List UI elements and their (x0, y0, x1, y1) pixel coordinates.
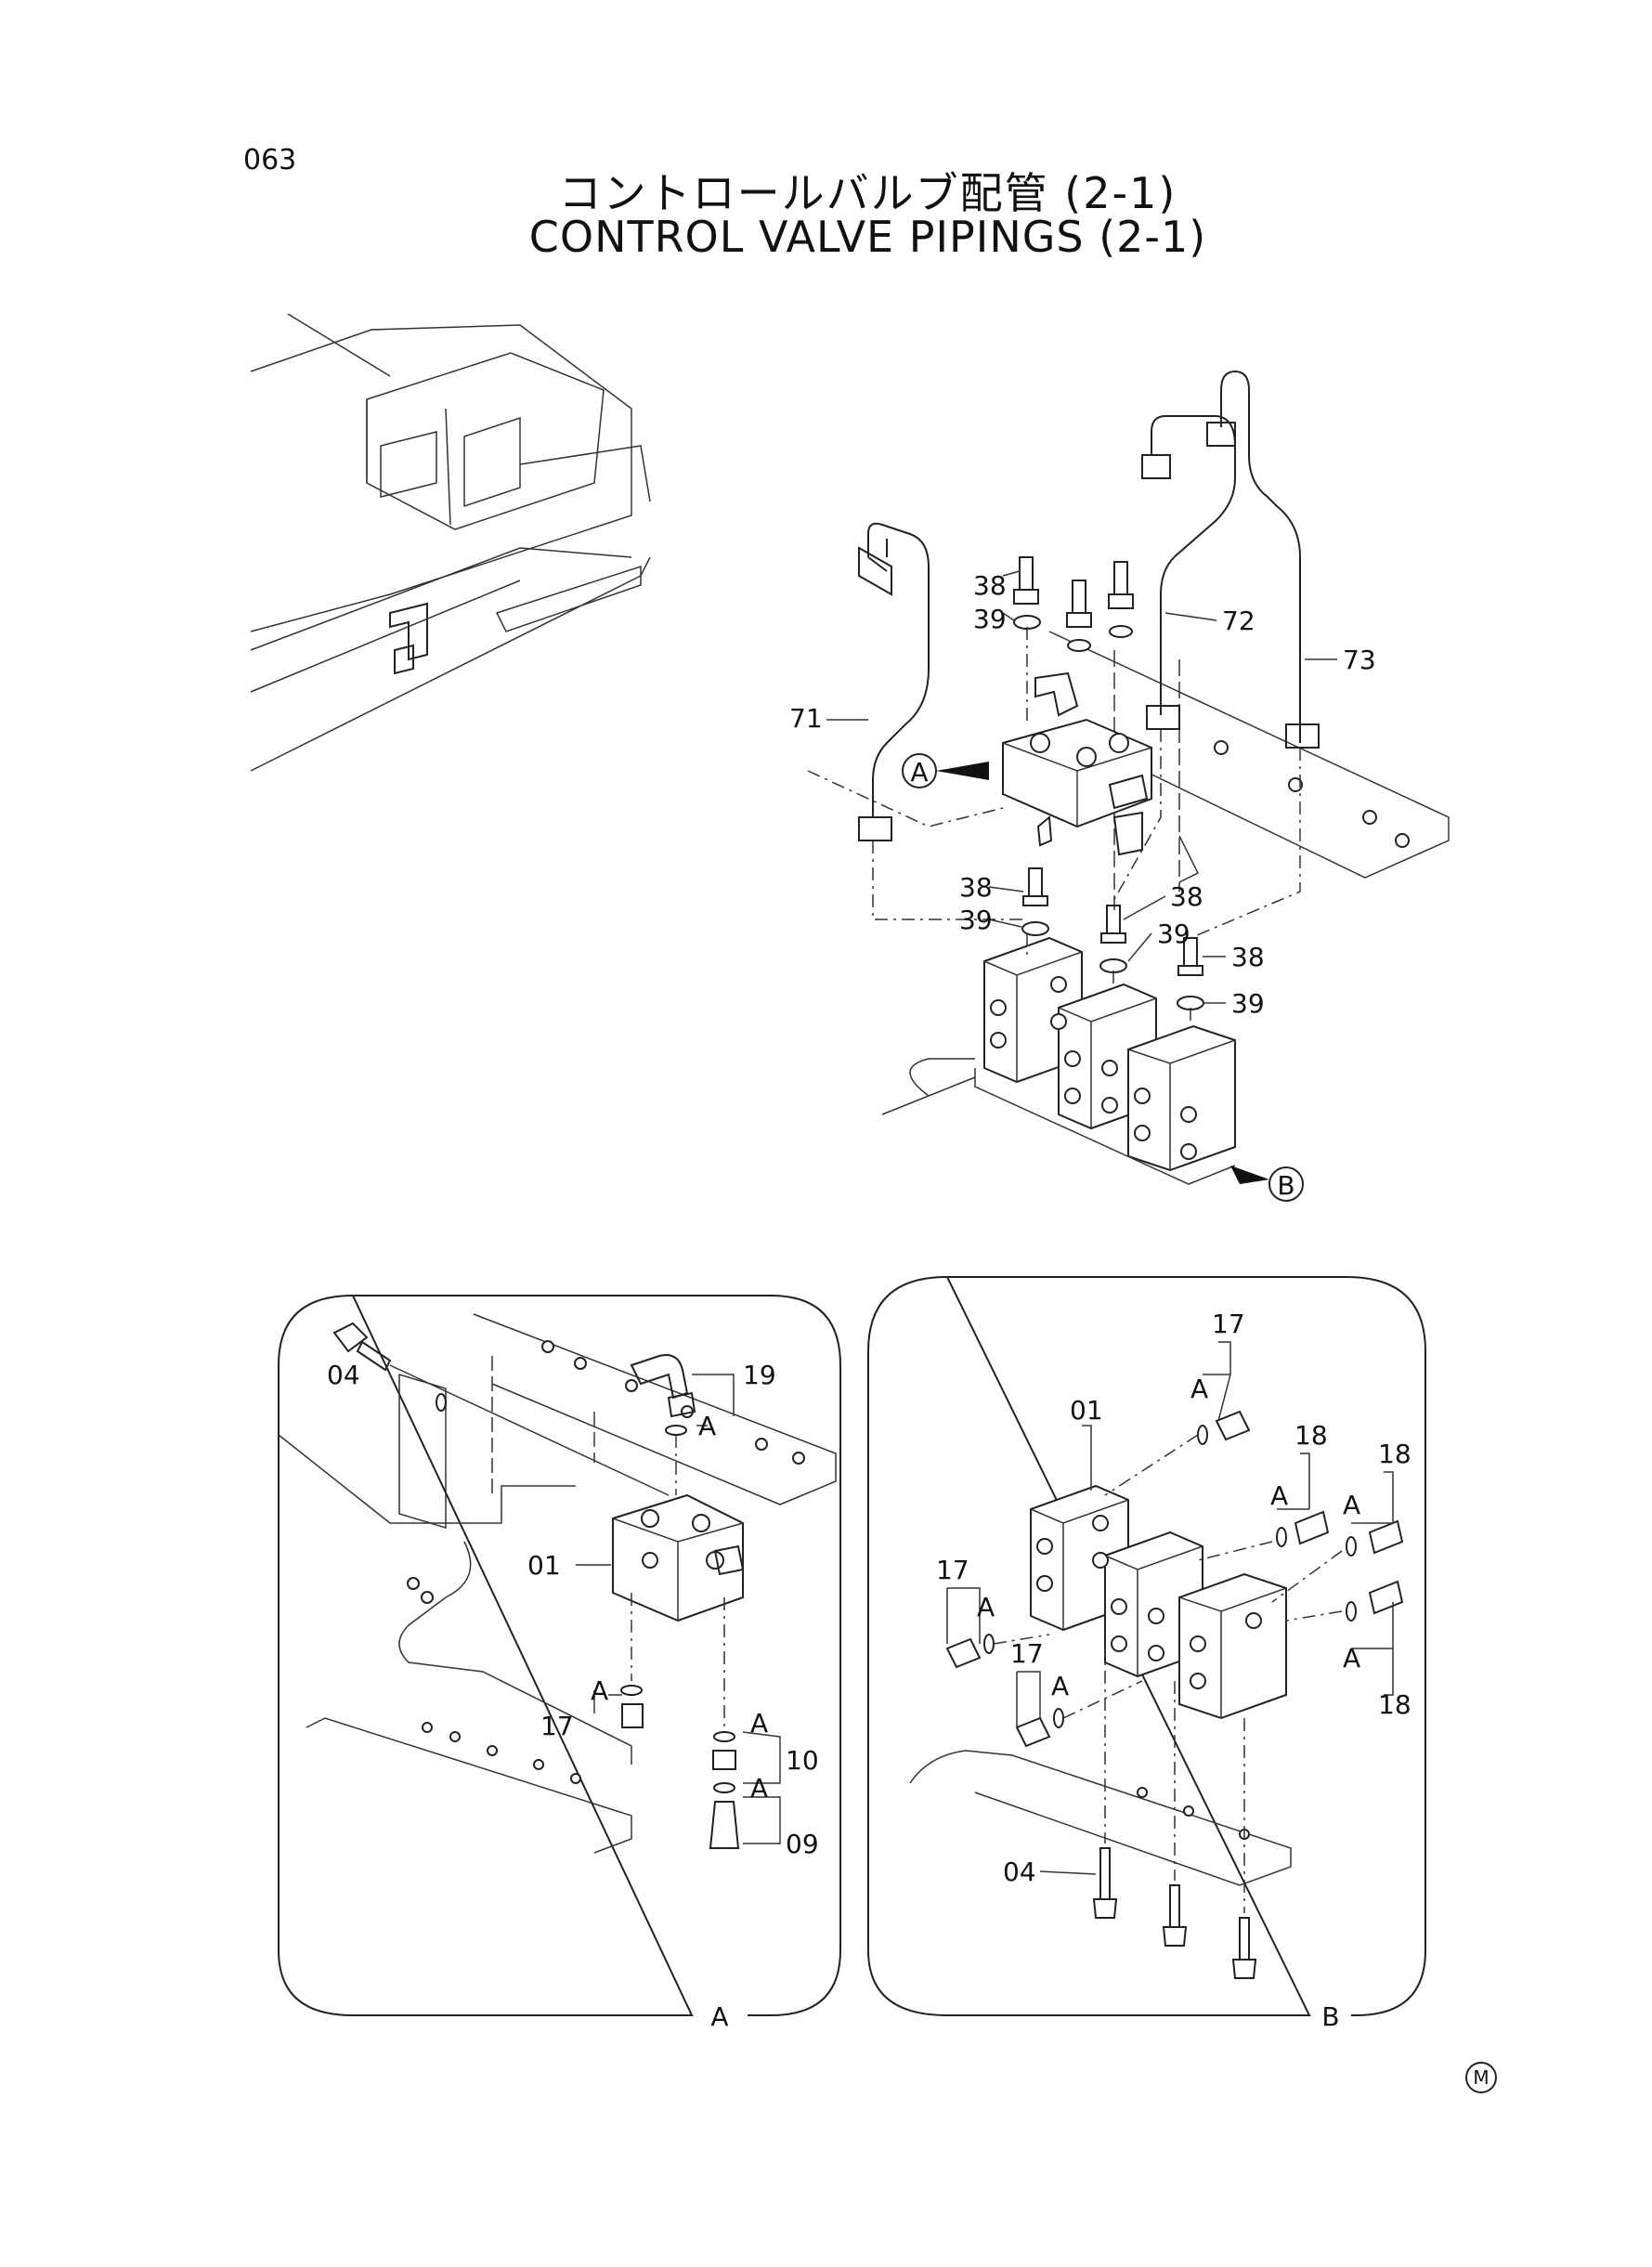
machine-overview (250, 313, 651, 772)
callout-39-middle: 39 (1157, 919, 1190, 949)
detail-b-label: B (1321, 2001, 1339, 2032)
view-marker-b: B (1277, 1170, 1294, 1201)
callout-71: 71 (789, 703, 823, 734)
detail-b-callout-04: 04 (1003, 1857, 1036, 1887)
detail-b-callout-17-left: 17 (936, 1555, 969, 1585)
detail-b-callout-18-right: 18 (1378, 1439, 1411, 1469)
callout-39-upper: 39 (973, 604, 1007, 634)
detail-a-callout-10: 10 (786, 1745, 819, 1776)
callout-38-middle: 38 (1170, 881, 1203, 912)
callout-38-right: 38 (1231, 942, 1265, 972)
detail-a-callout-19: 19 (743, 1360, 776, 1390)
detail-b-callout-a-lowright: A (1343, 1643, 1360, 1674)
detail-a-panel (278, 1294, 841, 2016)
detail-b-callout-01: 01 (1070, 1395, 1103, 1426)
callout-39-right: 39 (1231, 988, 1265, 1019)
trademark-symbol: M (1465, 2062, 1497, 2093)
detail-a-callout-01: 01 (527, 1550, 561, 1581)
detail-b-callout-17-top: 17 (1212, 1309, 1245, 1339)
callout-39-left: 39 (959, 905, 993, 935)
title-japanese: コントロールバルブ配管 (2-1) (558, 168, 1177, 218)
detail-b-callout-a-mid: A (977, 1592, 995, 1622)
callout-72: 72 (1222, 606, 1255, 636)
detail-a-callout-17: 17 (540, 1711, 574, 1741)
detail-a-callout-a1: A (698, 1411, 716, 1441)
detail-a-callout-a2: A (591, 1675, 608, 1706)
detail-a-label: A (710, 2001, 728, 2032)
detail-b-callout-a-right: A (1343, 1490, 1360, 1520)
detail-a-callout-04: 04 (327, 1360, 360, 1390)
detail-b-callout-a-left: A (1270, 1480, 1288, 1511)
detail-b-callout-a-low: A (1051, 1671, 1069, 1701)
callout-38-left: 38 (959, 872, 993, 903)
detail-b-callout-18-bottom: 18 (1378, 1689, 1411, 1720)
detail-b-callout-a-top: A (1190, 1374, 1208, 1404)
title-english: CONTROL VALVE PIPINGS (2-1) (528, 212, 1207, 262)
detail-a-callout-09: 09 (786, 1829, 819, 1859)
view-marker-a: A (910, 757, 928, 788)
detail-b-callout-17-bottom: 17 (1010, 1638, 1044, 1669)
callout-73: 73 (1343, 645, 1376, 675)
detail-a-callout-a3: A (750, 1708, 768, 1739)
detail-b-panel (867, 1275, 1426, 2016)
callout-38-upper: 38 (973, 570, 1007, 601)
detail-a-callout-a4: A (750, 1773, 768, 1804)
main-assembly (807, 370, 1450, 1202)
detail-b-callout-18-left: 18 (1294, 1420, 1328, 1451)
page-number: 063 (243, 144, 297, 176)
